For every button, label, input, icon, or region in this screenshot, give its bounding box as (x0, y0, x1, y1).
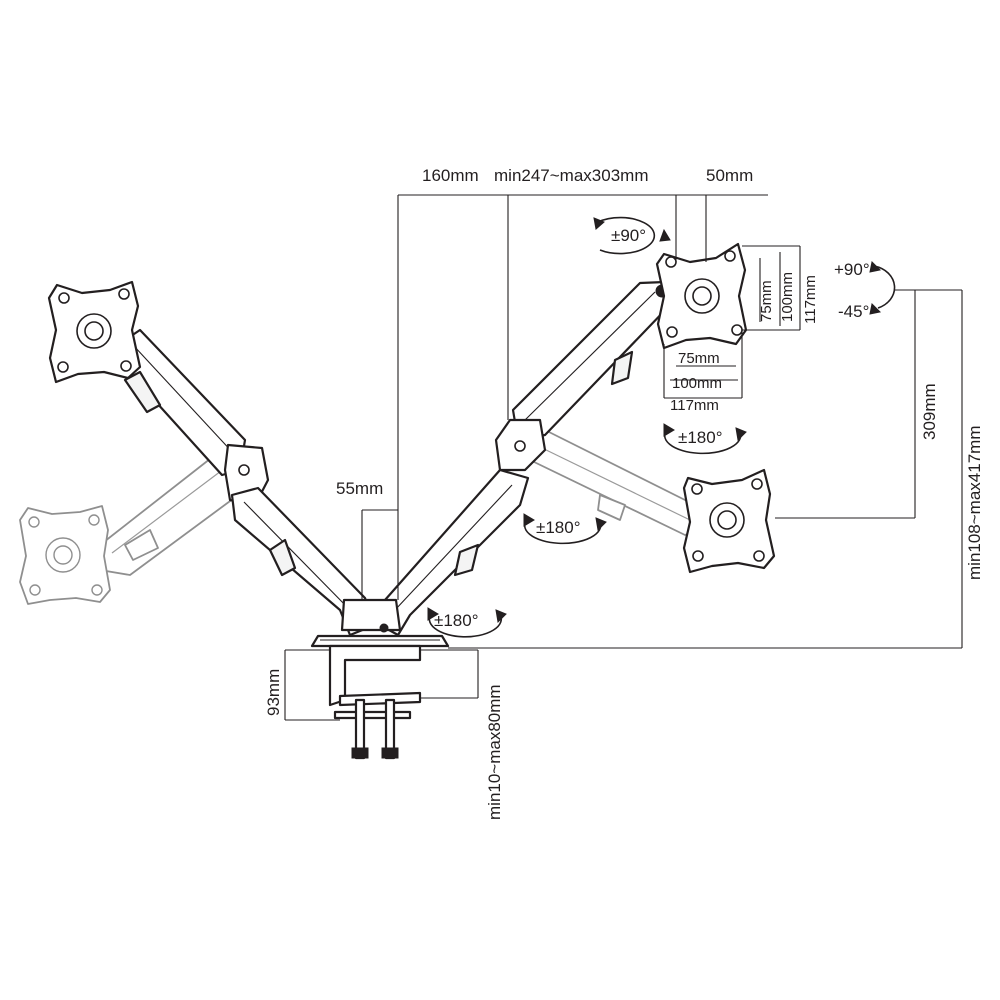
dim-309mm: 309mm (920, 383, 939, 440)
label-rot90: ±90° (611, 226, 646, 245)
right-upper-arm (511, 280, 672, 442)
rotation-arrow-head (593, 216, 671, 255)
dim-93mm: 93mm (264, 669, 283, 716)
label-tilt-up: +90° (834, 260, 870, 279)
left-vesa-plate (47, 280, 142, 384)
desk-clamp (328, 644, 422, 760)
dim-160mm: 160mm (422, 166, 479, 185)
right-vesa-plate (655, 242, 748, 350)
dim-clamp-range: min10~max80mm (485, 684, 504, 820)
dim-height-range: min108~max417mm (965, 426, 984, 581)
rotation-arrow-tilt (869, 260, 896, 315)
rotation-arrow-swivel-mid (523, 513, 607, 545)
dim-reach: min247~max303mm (494, 166, 649, 185)
dimension-lines (284, 194, 963, 721)
dim-50mm: 50mm (706, 166, 753, 185)
label-swivel-head: ±180° (678, 428, 723, 447)
center-post (340, 598, 402, 633)
dim-v100: 100mm (779, 272, 796, 322)
base-plate (310, 634, 450, 648)
label-swivel-base: ±180° (434, 611, 479, 630)
dim-h100: 100mm (672, 375, 722, 392)
dim-h117: 117mm (670, 397, 719, 414)
rotation-arrow-swivel-base (427, 607, 507, 638)
label-tilt-down: -45° (838, 302, 869, 321)
ghost-left-vesa-plate (19, 505, 111, 605)
dim-v117: 117mm (802, 275, 819, 324)
rotation-arrow-swivel-head (663, 423, 747, 455)
dim-h75: 75mm (678, 350, 720, 367)
dim-v75: 75mm (758, 280, 775, 322)
ghost-right-vesa-plate (682, 468, 776, 574)
dim-55mm: 55mm (336, 479, 383, 498)
label-swivel-mid: ±180° (536, 518, 581, 537)
